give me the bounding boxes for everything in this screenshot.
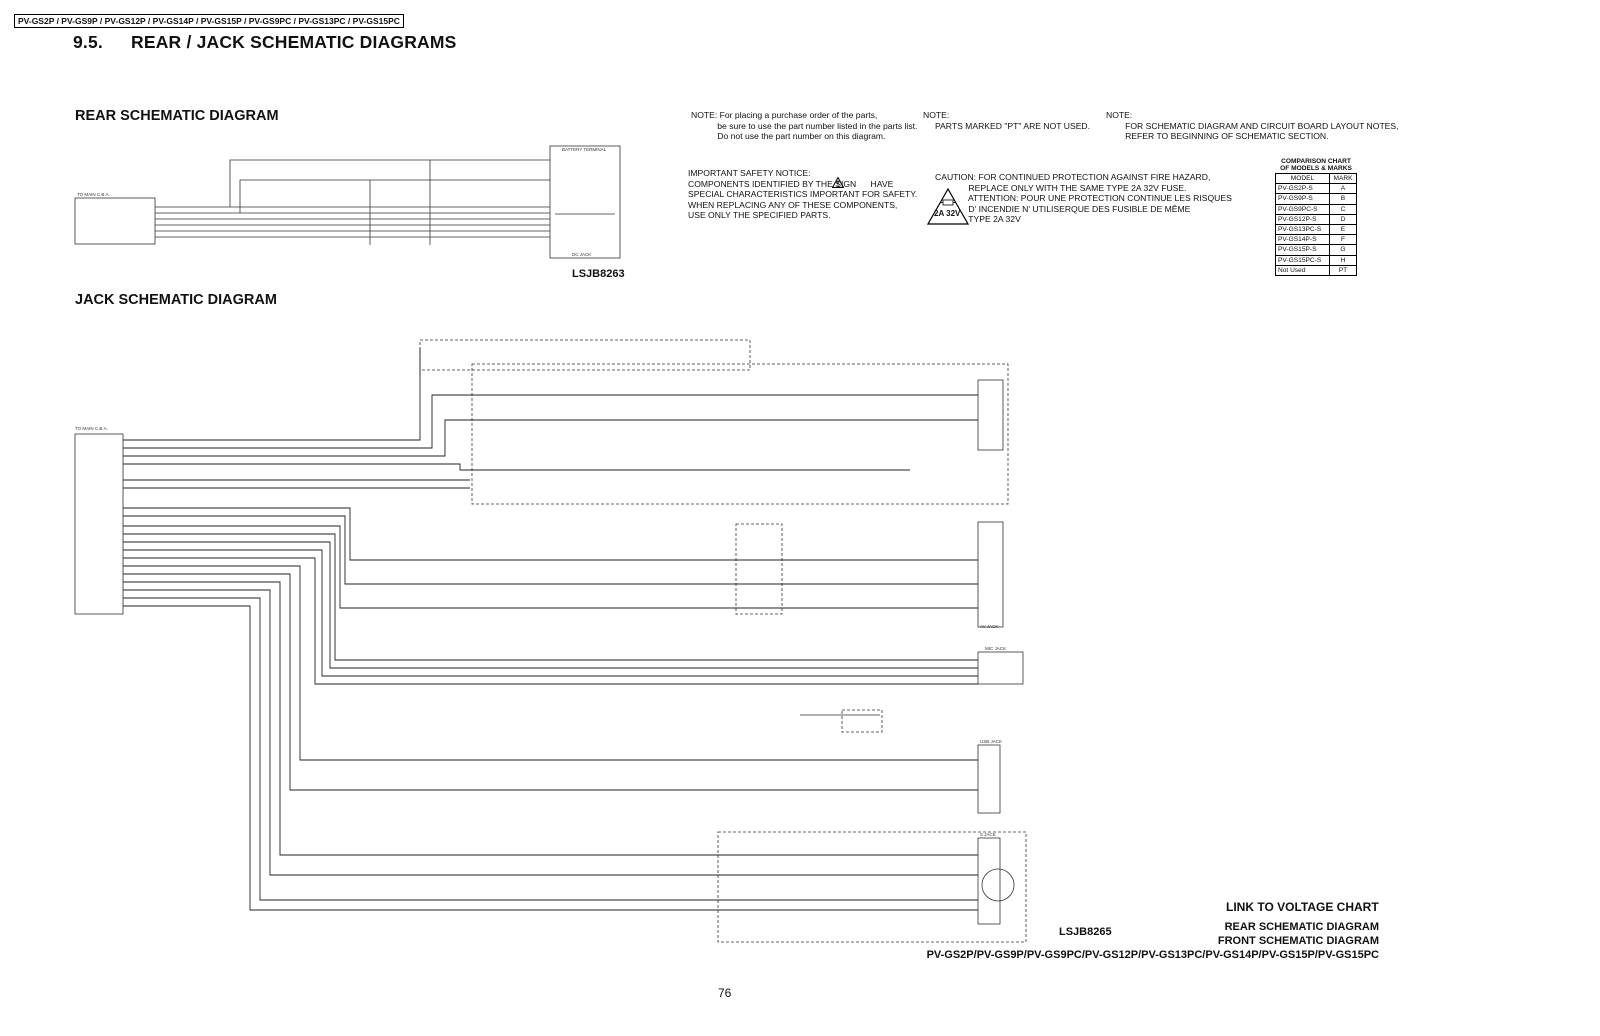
- av-jack-block: [977, 521, 1004, 628]
- model-tag: PV-GS2P / PV-GS9P / PV-GS12P / PV-GS14P …: [14, 14, 404, 28]
- note-caution: CAUTION: FOR CONTINUED PROTECTION AGAINS…: [935, 172, 1232, 224]
- mic-jack-label: MIC JACK: [985, 646, 1006, 651]
- section-title-text: REAR / JACK SCHEMATIC DIAGRAMS: [131, 32, 457, 52]
- usb-jack-label: USB JACK: [980, 739, 1002, 744]
- s-jack-block: [977, 837, 1001, 925]
- mic-jack-block: [977, 651, 1024, 685]
- safety-warning-icon: [832, 177, 844, 188]
- av-out-jack: [977, 379, 1004, 451]
- comparison-chart-title-2: OF MODELS & MARKS: [1280, 165, 1352, 172]
- video-amp-area: [471, 363, 1009, 505]
- footer-line-1: REAR SCHEMATIC DIAGRAM: [1224, 921, 1379, 933]
- rear-document-number: LSJB8263: [572, 268, 625, 280]
- jack-schematic-title: JACK SCHEMATIC DIAGRAM: [75, 292, 277, 308]
- rear-connector-block: [74, 197, 156, 245]
- jack-connector-block: [74, 433, 124, 615]
- comparison-chart-title-1: COMPARISON CHART: [1281, 158, 1351, 165]
- note-safety: IMPORTANT SAFETY NOTICE: COMPONENTS IDEN…: [688, 168, 918, 220]
- section-title: 9.5. REAR / JACK SCHEMATIC DIAGRAMS: [73, 32, 457, 53]
- mark-cell: PT: [1329, 264, 1357, 276]
- rear-schematic-title: REAR SCHEMATIC DIAGRAM: [75, 108, 279, 124]
- note-schematic: NOTE: FOR SCHEMATIC DIAGRAM AND CIRCUIT …: [1106, 110, 1399, 141]
- comparison-chart: COMPARISON CHART OF MODELS & MARKS MODEL…: [1275, 158, 1357, 276]
- voltage-chart-link[interactable]: LINK TO VOLTAGE CHART: [1226, 900, 1379, 914]
- note-purchase: NOTE: For placing a purchase order of th…: [691, 110, 918, 141]
- s-jack-label: S JACK: [980, 832, 996, 837]
- dashed-route: [419, 339, 751, 371]
- dc-jack-label: DC JACK: [572, 252, 591, 257]
- section-number: 9.5.: [73, 32, 103, 52]
- filter-area: [735, 523, 783, 615]
- fuse-rating-label: 2A 32V: [934, 209, 961, 218]
- note-pt: NOTE: PARTS MARKED "PT" ARE NOT USED.: [923, 110, 1091, 131]
- jack-document-number: LSJB8265: [1059, 926, 1112, 938]
- page-number: 76: [718, 986, 732, 1000]
- usb-jack-block: [977, 744, 1001, 814]
- jack-schematic: TO MAIN C.B.A. AV JACK MIC JACK USB JACK…: [74, 339, 1027, 943]
- s-jack-area: [717, 831, 1027, 943]
- rear-schematic: TO MAIN C.B.A. BATTERY TERMINAL DC JACK: [74, 145, 621, 259]
- battery-terminal-label: BATTERY TERMINAL: [562, 147, 607, 152]
- footer-line-3: PV-GS2P/PV-GS9P/PV-GS9PC/PV-GS12P/PV-GS1…: [926, 949, 1379, 961]
- footer-line-2: FRONT SCHEMATIC DIAGRAM: [1217, 935, 1379, 947]
- jack-connector-label: TO MAIN C.B.A.: [75, 426, 108, 431]
- usb-filter: [841, 709, 883, 733]
- footer-titles: REAR SCHEMATIC DIAGRAM FRONT SCHEMATIC D…: [927, 920, 1379, 962]
- rear-connector-label: TO MAIN C.B.A.: [77, 192, 110, 197]
- av-jack-label: AV JACK: [980, 624, 998, 629]
- battery-terminal-block: [549, 145, 621, 259]
- fuse-caution-icon: [927, 188, 969, 225]
